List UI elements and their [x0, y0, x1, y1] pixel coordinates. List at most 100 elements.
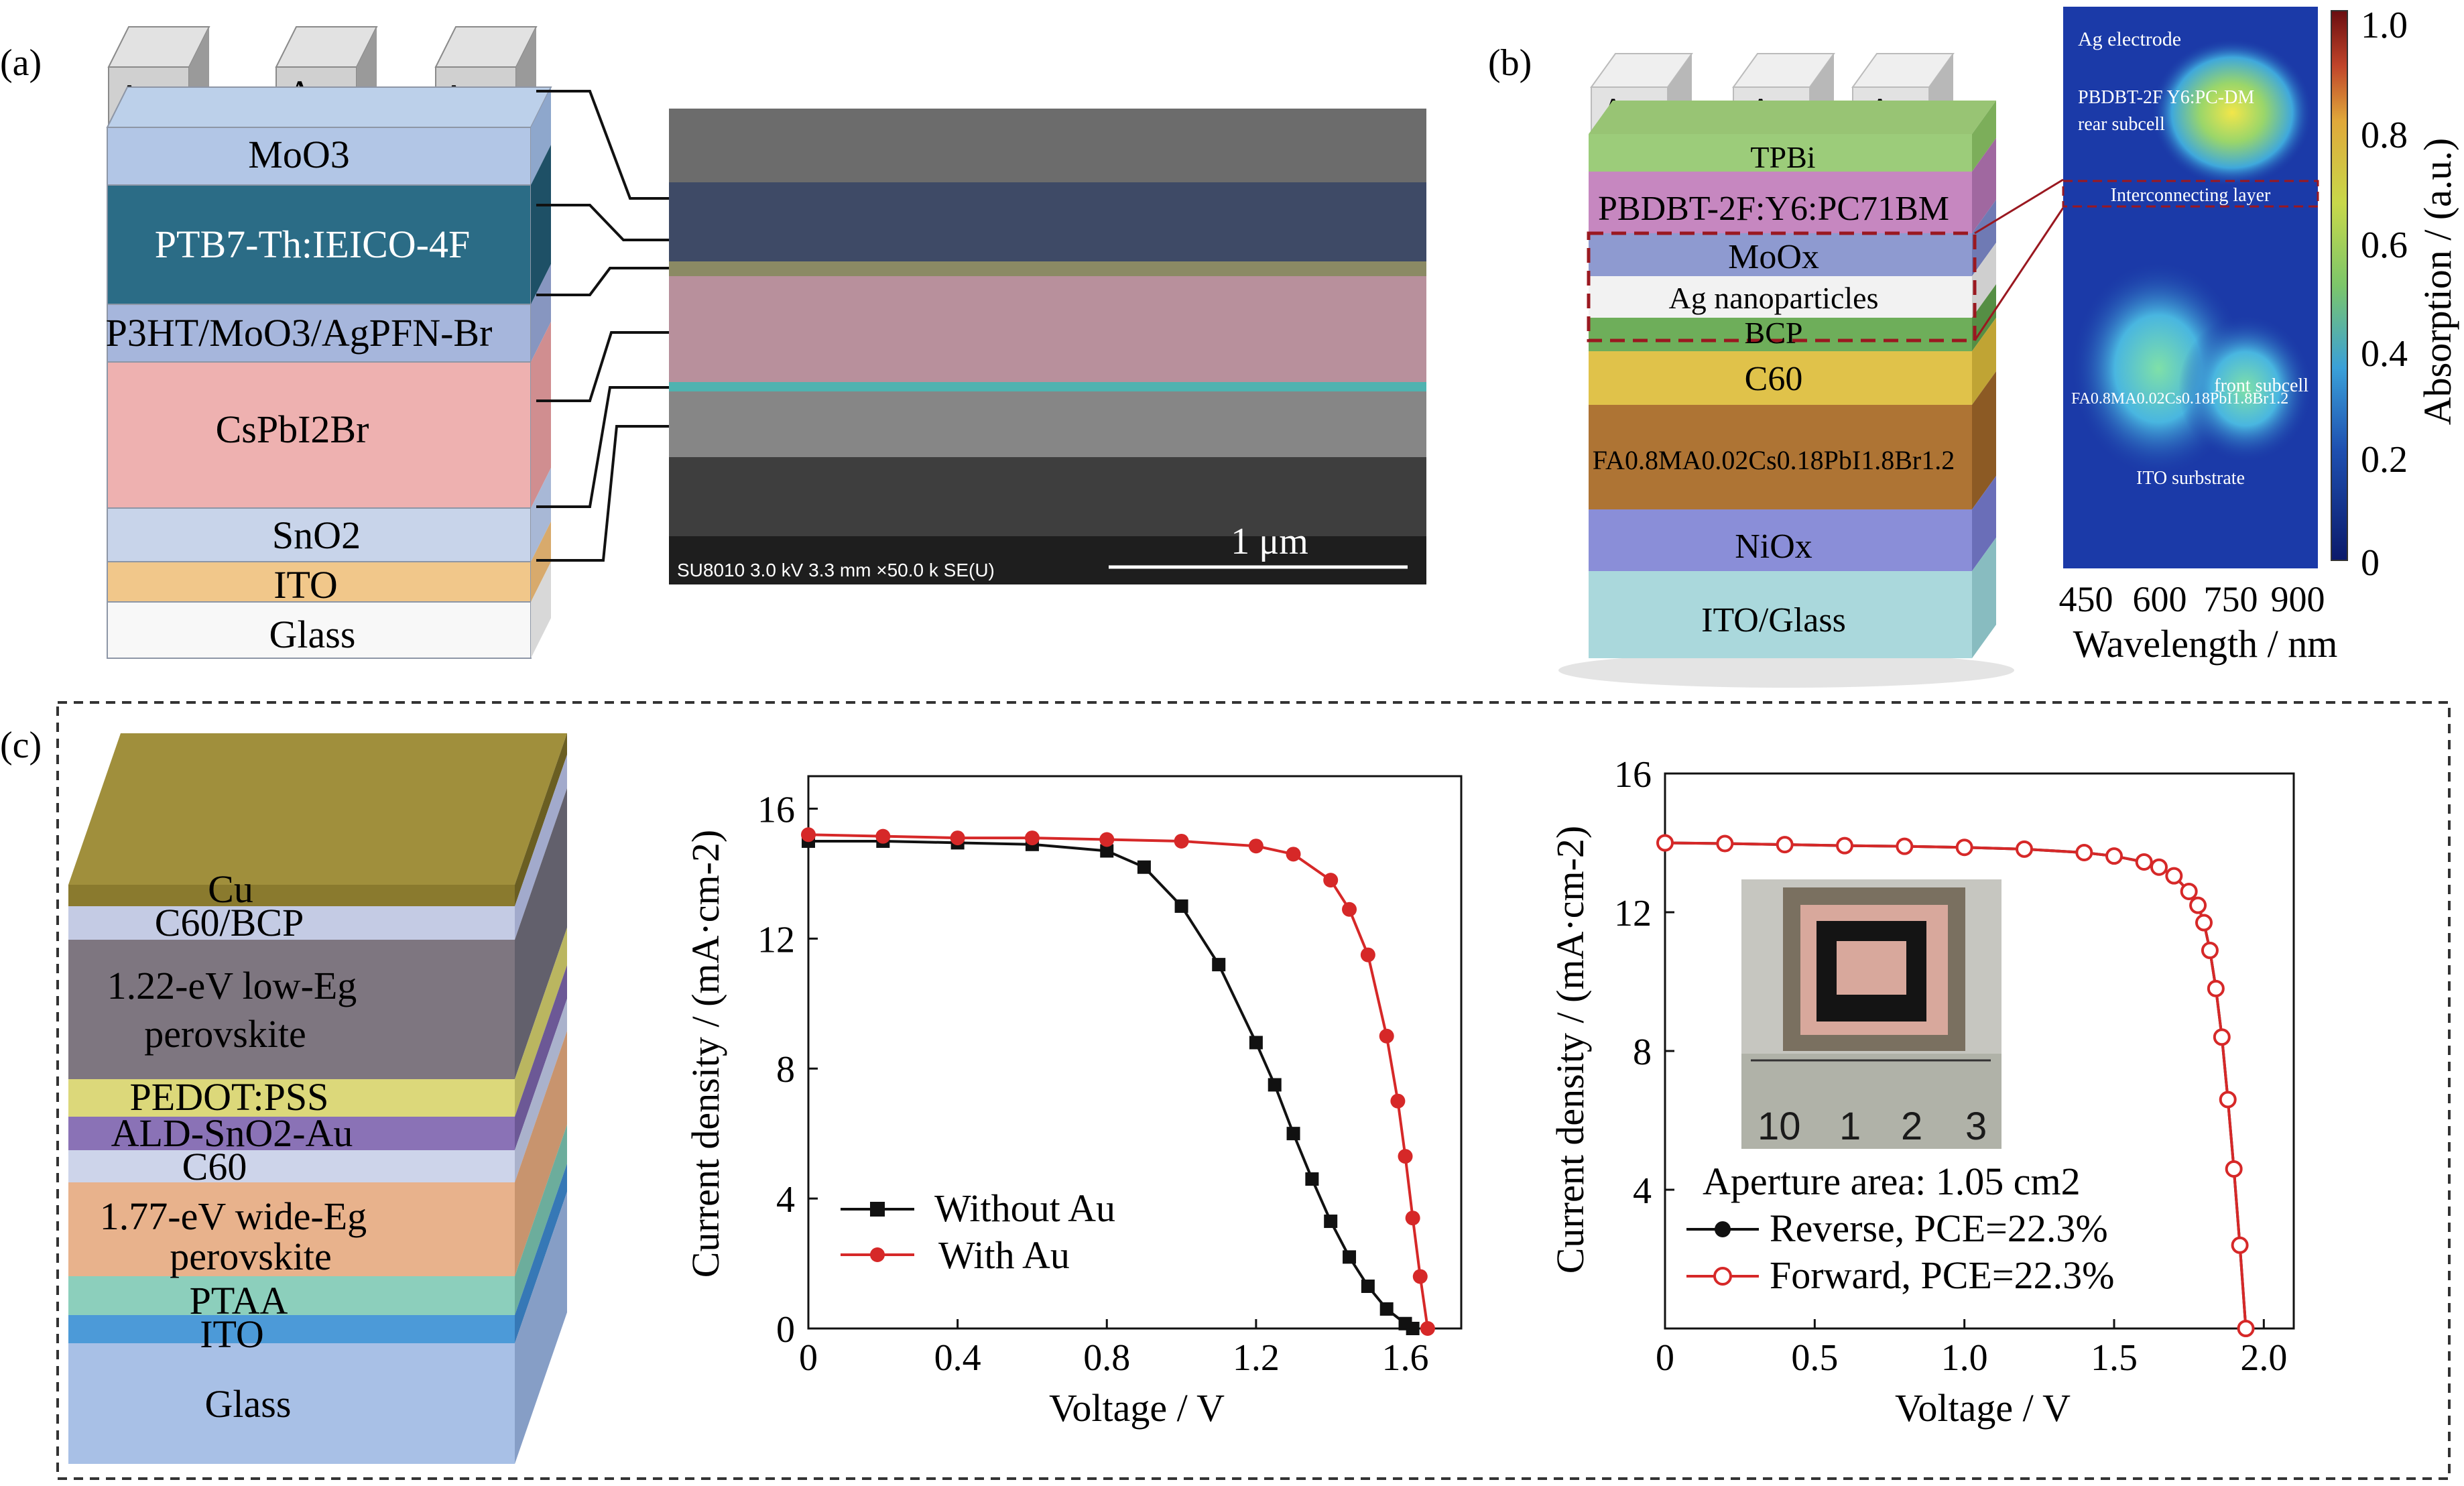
- colorbar: 1.0 0.8 0.6 0.4 0.2 0 Absorption / (a.u.…: [2331, 5, 2459, 584]
- legend-without-au: Without Au: [934, 1186, 1115, 1230]
- chart0-point: [1249, 1036, 1263, 1050]
- panel-b-stack: TPBi PBDBT-2F:Y6:PC71BM MoOx Ag nanopart…: [1587, 101, 1996, 658]
- chart1-point: [2237, 1320, 2255, 1337]
- layer-c-glass: Glass: [205, 1382, 292, 1426]
- layer-a-ptb7: PTB7-Th:IEICO-4F: [155, 223, 470, 266]
- chart1-point: [1776, 836, 1794, 854]
- chart0-ytick-label: 12: [757, 919, 795, 961]
- scale-bar-label: 1 μm: [1231, 521, 1308, 562]
- layer-c-c60-bcp: C60/BCP: [155, 901, 304, 944]
- layer-b-bcp: BCP: [1745, 316, 1803, 350]
- chart0-point: [950, 830, 965, 846]
- chart1-xtick-label: 0.5: [1791, 1337, 1838, 1379]
- map-xtick-600: 600: [2133, 579, 2187, 619]
- layer-c-ptaa: PTAA: [190, 1279, 288, 1322]
- chart1-xtick-label: 1.0: [1941, 1337, 1988, 1379]
- chart1-xtick-label: 2.0: [2240, 1337, 2287, 1379]
- ruler-label-3: 3: [1965, 1105, 1987, 1148]
- layer-b-perovskite: FA0.8MA0.02Cs0.18PbI1.8Br1.2: [1593, 445, 1955, 475]
- panel-a-stack: MoO3 PTB7-Th:IEICO-4F P3HT/MoO3/AgPFN-Br…: [106, 86, 552, 659]
- chart0-point: [1343, 1250, 1357, 1264]
- layer-b-c60: C60: [1745, 360, 1803, 398]
- chart1-point: [2165, 867, 2183, 885]
- chart0-xtick-label: 0: [799, 1337, 818, 1379]
- chart2-xlabel: Voltage / V: [1895, 1386, 2071, 1430]
- layer-c-low-eg-perovskite: perovskite: [144, 1012, 306, 1056]
- colorbar-tick-0.4: 0.4: [2361, 333, 2408, 375]
- chart1-point: [2195, 914, 2213, 932]
- chart1-point: [2075, 843, 2093, 861]
- ruler-label-10: 10: [1758, 1105, 1801, 1148]
- chart0-point: [1398, 1149, 1413, 1164]
- chart0-point: [1286, 1127, 1300, 1141]
- map-label-rear-subcell: rear subcell: [2078, 114, 2165, 135]
- map-xtick-450: 450: [2059, 579, 2113, 619]
- chart0-point: [1390, 1093, 1406, 1109]
- map-label-ito-substrate: ITO surbstrate: [2136, 468, 2245, 489]
- chart0-point: [1174, 899, 1188, 913]
- chart0-ytick-label: 0: [776, 1309, 795, 1351]
- chart1-point: [2150, 858, 2168, 876]
- colorbar-tick-0: 0: [2361, 542, 2380, 584]
- chart1-point: [2189, 896, 2207, 914]
- layer-b-ag-nanoparticles: Ag nanoparticles: [1669, 281, 1879, 315]
- chart0-point: [1379, 1028, 1394, 1044]
- chart0-point: [1406, 1322, 1420, 1335]
- panel-b-connector: [1973, 178, 2065, 341]
- chart1-xlabel: Voltage / V: [1049, 1386, 1225, 1430]
- panel-b-label: (b): [1488, 42, 1532, 84]
- legend-marker-forward: [1713, 1267, 1732, 1286]
- chart1-ytick-label: 12: [1614, 893, 1652, 934]
- chart1-point: [2135, 853, 2153, 871]
- colorbar-tick-0.2: 0.2: [2361, 439, 2408, 481]
- chart0-point: [1360, 947, 1375, 963]
- chart1-point: [2180, 882, 2198, 900]
- aperture-area-annotation: Aperture area: 1.05 cm2: [1703, 1160, 2081, 1203]
- map-label-front-material: FA0.8MA0.02Cs0.18PbI1.8Br1.2: [2071, 390, 2288, 408]
- chart0-point: [1379, 1302, 1394, 1316]
- chart0-point: [1420, 1321, 1435, 1336]
- ruler-label-1: 1: [1839, 1105, 1861, 1148]
- legend-marker-reverse: [1715, 1221, 1731, 1237]
- map-label-ag-electrode: Ag electrode: [2078, 28, 2181, 50]
- chart0-point: [1137, 860, 1151, 874]
- layer-c-ito: ITO: [200, 1312, 264, 1356]
- chart0-point: [1099, 832, 1115, 847]
- colorbar-label: Absorption / (a.u.): [2416, 138, 2459, 426]
- chart0-point: [875, 828, 891, 844]
- chart0-xtick-label: 0.8: [1083, 1337, 1130, 1379]
- chart1-ytick-label: 4: [1633, 1170, 1652, 1212]
- panel-a-connectors: [536, 90, 669, 562]
- layer-a-moo3: MoO3: [248, 133, 349, 176]
- chart0-point: [1100, 844, 1114, 858]
- layer-c-wide-eg-perovskite: perovskite: [170, 1235, 332, 1278]
- chart1-point: [1716, 834, 1734, 853]
- chart1-point: [2231, 1236, 2249, 1254]
- colorbar-tick-0.6: 0.6: [2361, 225, 2408, 266]
- chart1-point: [2105, 847, 2123, 865]
- chart0-point: [1342, 902, 1357, 917]
- chart0-point: [801, 827, 816, 843]
- chart0-point: [1268, 1078, 1282, 1092]
- map-label-rear-material: PBDBT-2F Y6:PC-DM: [2078, 87, 2254, 108]
- chart0-point: [1305, 1172, 1319, 1186]
- chart0-ytick-label: 16: [757, 789, 795, 830]
- layer-c-pedot: PEDOT:PSS: [130, 1075, 329, 1119]
- chart0-xtick-label: 1.2: [1233, 1337, 1280, 1379]
- chart0-point: [1212, 958, 1226, 972]
- chart0-point: [1324, 1215, 1338, 1229]
- chart0-point: [1412, 1269, 1428, 1284]
- layer-a-cspbi2br: CsPbI2Br: [216, 408, 369, 451]
- map-xtick-900: 900: [2271, 579, 2325, 619]
- chart1-point: [1836, 837, 1853, 855]
- legend-with-au: With Au: [938, 1233, 1070, 1277]
- map-xlabel: Wavelength / nm: [2073, 622, 2338, 666]
- layer-c-wide-eg: 1.77-eV wide-Eg: [100, 1194, 367, 1238]
- layer-a-glass: Glass: [269, 613, 356, 656]
- absorption-map: Ag electrode PBDBT-2F Y6:PC-DM rear subc…: [2059, 7, 2338, 666]
- layer-c-cu: Cu: [208, 867, 253, 911]
- legend-forward: Forward, PCE=22.3%: [1770, 1253, 2114, 1297]
- chart0-ytick-label: 4: [776, 1179, 795, 1221]
